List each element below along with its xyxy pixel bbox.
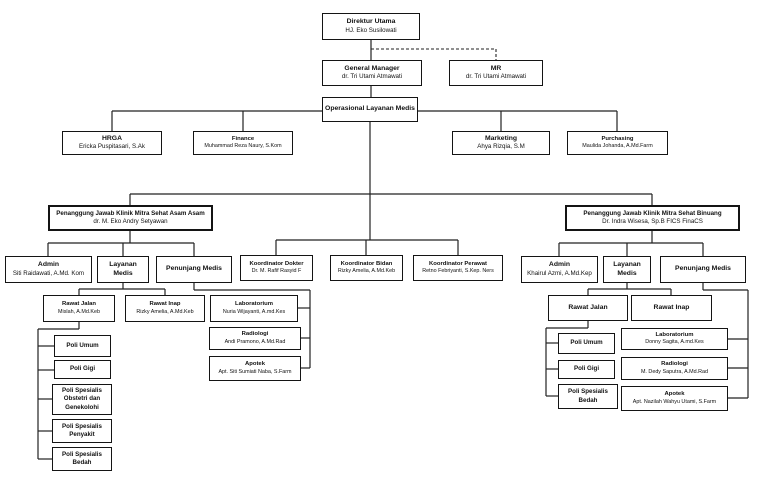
org-box-apotek-right: Apotek Apt. Nazilah Wahyu Utami, S.Farm: [621, 386, 728, 411]
box-title: Layanan Medis: [613, 260, 641, 277]
box-subtitle: Nuria Wijayanti, A.md.Kes: [222, 308, 286, 315]
org-box-hrga: HRGA Ericka Puspitasari, S.Ak: [62, 131, 162, 155]
box-subtitle: Donny Sagita, A.md.Kes: [645, 339, 704, 346]
org-box-poli-spesialis-bedah-left: Poli Spesialis Bedah: [52, 447, 112, 471]
box-title: Radiologi: [241, 331, 269, 338]
org-box-marketing: Marketing Ahya Rizqia, S.M: [452, 131, 550, 155]
box-subtitle: Muhammad Reza Naury, S.Kom: [204, 143, 282, 150]
box-subtitle: Andi Pramono, A.Md.Rad: [224, 338, 286, 345]
box-title: Penanggung Jawab Klinik Mitra Sehat Binu…: [583, 209, 722, 217]
box-title: Poli Umum: [66, 341, 99, 349]
box-title: Finance: [231, 135, 255, 142]
box-title: Admin: [548, 261, 571, 269]
box-subtitle: dr. Tri Utami Atmawati: [341, 73, 403, 81]
box-title: Operasional Layanan Medis: [325, 105, 415, 113]
box-title: Rawat Jalan: [61, 301, 97, 308]
box-title: Poli Spesialis Penyakit: [62, 422, 102, 438]
org-box-poli-gigi-right: Poli Gigi: [558, 360, 615, 379]
org-box-poli-spesialis-obstetri: Poli Spesialis Obstetri dan Genekolohi: [52, 384, 112, 415]
org-box-poli-umum-right: Poli Umum: [558, 333, 615, 354]
org-box-penunjang-medis-right: Penunjang Medis: [660, 256, 746, 283]
box-title: Poli Gigi: [573, 365, 600, 373]
box-subtitle: Rizky Amelia, A.Md.Keb: [136, 308, 194, 315]
box-title: Direktur Utama: [346, 18, 396, 26]
box-title: Radiologi: [661, 361, 688, 368]
box-title: HRGA: [101, 134, 122, 142]
box-subtitle: Khairul Azmi, A.Md.Kep: [527, 269, 592, 277]
org-box-admin-left: Admin Siti Raidawati, A.Md. Kom: [5, 256, 92, 283]
box-subtitle: Dr. Indra Wisesa, Sp.B FICS FinaCS: [602, 218, 703, 225]
org-box-mr: MR dr. Tri Utami Atmawati: [449, 60, 543, 86]
box-subtitle: Rizky Amelia, A.Md.Keb: [337, 268, 396, 275]
box-title: Poli Gigi: [69, 365, 96, 373]
org-box-operasional-layanan-medis: Operasional Layanan Medis: [322, 97, 418, 122]
box-subtitle: Dr. M. Rafif Rasyid F: [251, 268, 302, 275]
box-subtitle: HJ. Eko Susilowati: [345, 26, 397, 34]
box-title: Poli Spesialis Obstetri dan Genekolohi: [62, 387, 102, 411]
org-box-layanan-medis-left: Layanan Medis: [97, 256, 149, 283]
org-box-rawat-jalan-left: Rawat Jalan Mislah, A.Md.Keb: [43, 295, 115, 322]
org-box-rawat-jalan-right: Rawat Jalan: [548, 295, 628, 321]
org-box-poli-umum-left: Poli Umum: [54, 335, 111, 357]
box-title: Poli Umum: [570, 339, 603, 347]
box-title: Purchasing: [601, 135, 634, 142]
box-title: Laboratorium: [655, 331, 694, 338]
box-title: Rawat Jalan: [568, 303, 608, 311]
box-subtitle: Maulida Johanda, A.Md.Farm: [582, 143, 653, 150]
org-box-radiologi-left: Radiologi Andi Pramono, A.Md.Rad: [209, 327, 301, 350]
box-title: Rawat Inap: [653, 303, 690, 311]
org-box-admin-right: Admin Khairul Azmi, A.Md.Kep: [521, 256, 598, 283]
box-title: Marketing: [484, 134, 518, 142]
box-title: General Manager: [344, 64, 400, 72]
box-subtitle: Retno Febriyanti, S.Kep. Ners: [422, 268, 494, 275]
org-box-laboratorium-left: Laboratorium Nuria Wijayanti, A.md.Kes: [210, 295, 298, 322]
box-title: Rawat Inap: [149, 301, 181, 308]
box-title: Apotek: [245, 361, 265, 368]
org-box-purchasing: Purchasing Maulida Johanda, A.Md.Farm: [567, 131, 668, 155]
org-box-koordinator-bidan: Koordinator Bidan Rizky Amelia, A.Md.Keb: [330, 255, 403, 281]
org-box-koordinator-perawat: Koordinator Perawat Retno Febriyanti, S.…: [413, 255, 503, 281]
box-title: Penunjang Medis: [166, 265, 222, 273]
org-box-laboratorium-right: Laboratorium Donny Sagita, A.md.Kes: [621, 328, 728, 350]
org-box-finance: Finance Muhammad Reza Naury, S.Kom: [193, 131, 293, 155]
box-subtitle: Apt. Nazilah Wahyu Utami, S.Farm: [632, 398, 717, 405]
box-title: Koordinator Perawat: [429, 260, 487, 267]
box-subtitle: Ahya Rizqia, S.M: [477, 143, 525, 151]
org-box-rawat-inap-right: Rawat Inap: [631, 295, 712, 321]
box-title: Admin: [37, 261, 60, 269]
box-title: Layanan Medis: [109, 260, 137, 277]
box-title: Poli Spesialis Bedah: [62, 450, 102, 466]
box-title: Poli Spesialis Bedah: [568, 388, 608, 404]
org-box-poli-spesialis-bedah-right: Poli Spesialis Bedah: [558, 384, 618, 409]
org-box-general-manager: General Manager dr. Tri Utami Atmawati: [322, 60, 422, 86]
box-title: Koordinator Dokter: [249, 260, 304, 267]
org-box-poli-gigi-left: Poli Gigi: [54, 360, 111, 379]
org-box-apotek-left: Apotek Apt. Siti Sumiati Naba, S.Farm: [209, 356, 301, 381]
org-box-penunjang-medis-left: Penunjang Medis: [156, 256, 232, 283]
box-title: Laboratorium: [235, 301, 273, 308]
org-box-pj-klinik-binuang: Penanggung Jawab Klinik Mitra Sehat Binu…: [565, 205, 740, 231]
org-box-pj-klinik-asam-asam: Penanggung Jawab Klinik Mitra Sehat Asam…: [48, 205, 213, 231]
org-box-koordinator-dokter: Koordinator Dokter Dr. M. Rafif Rasyid F: [240, 255, 313, 281]
box-subtitle: Siti Raidawati, A.Md. Kom: [12, 269, 85, 277]
box-title: Penanggung Jawab Klinik Mitra Sehat Asam…: [56, 209, 205, 217]
box-subtitle: Mislah, A.Md.Keb: [58, 308, 100, 315]
org-box-direktur-utama: Direktur Utama HJ. Eko Susilowati: [322, 13, 420, 40]
box-title: Penunjang Medis: [675, 265, 731, 273]
org-box-rawat-inap-left: Rawat Inap Rizky Amelia, A.Md.Keb: [125, 295, 205, 322]
box-title: Apotek: [664, 391, 685, 398]
org-box-poli-spesialis-penyakit: Poli Spesialis Penyakit: [52, 419, 112, 443]
box-subtitle: Ericka Puspitasari, S.Ak: [78, 143, 146, 151]
box-subtitle: Apt. Siti Sumiati Naba, S.Farm: [218, 368, 292, 375]
box-title: MR: [490, 64, 502, 72]
box-title: Koordinator Bidan: [340, 260, 393, 267]
org-box-radiologi-right: Radiologi M. Dedy Saputra, A.Md.Rad: [621, 357, 728, 380]
org-box-layanan-medis-right: Layanan Medis: [603, 256, 651, 283]
box-subtitle: M. Dedy Saputra, A.Md.Rad: [640, 368, 709, 375]
box-subtitle: dr. Tri Utami Atmawati: [465, 73, 527, 81]
box-subtitle: dr. M. Eko Andry Setyawan: [93, 218, 168, 225]
